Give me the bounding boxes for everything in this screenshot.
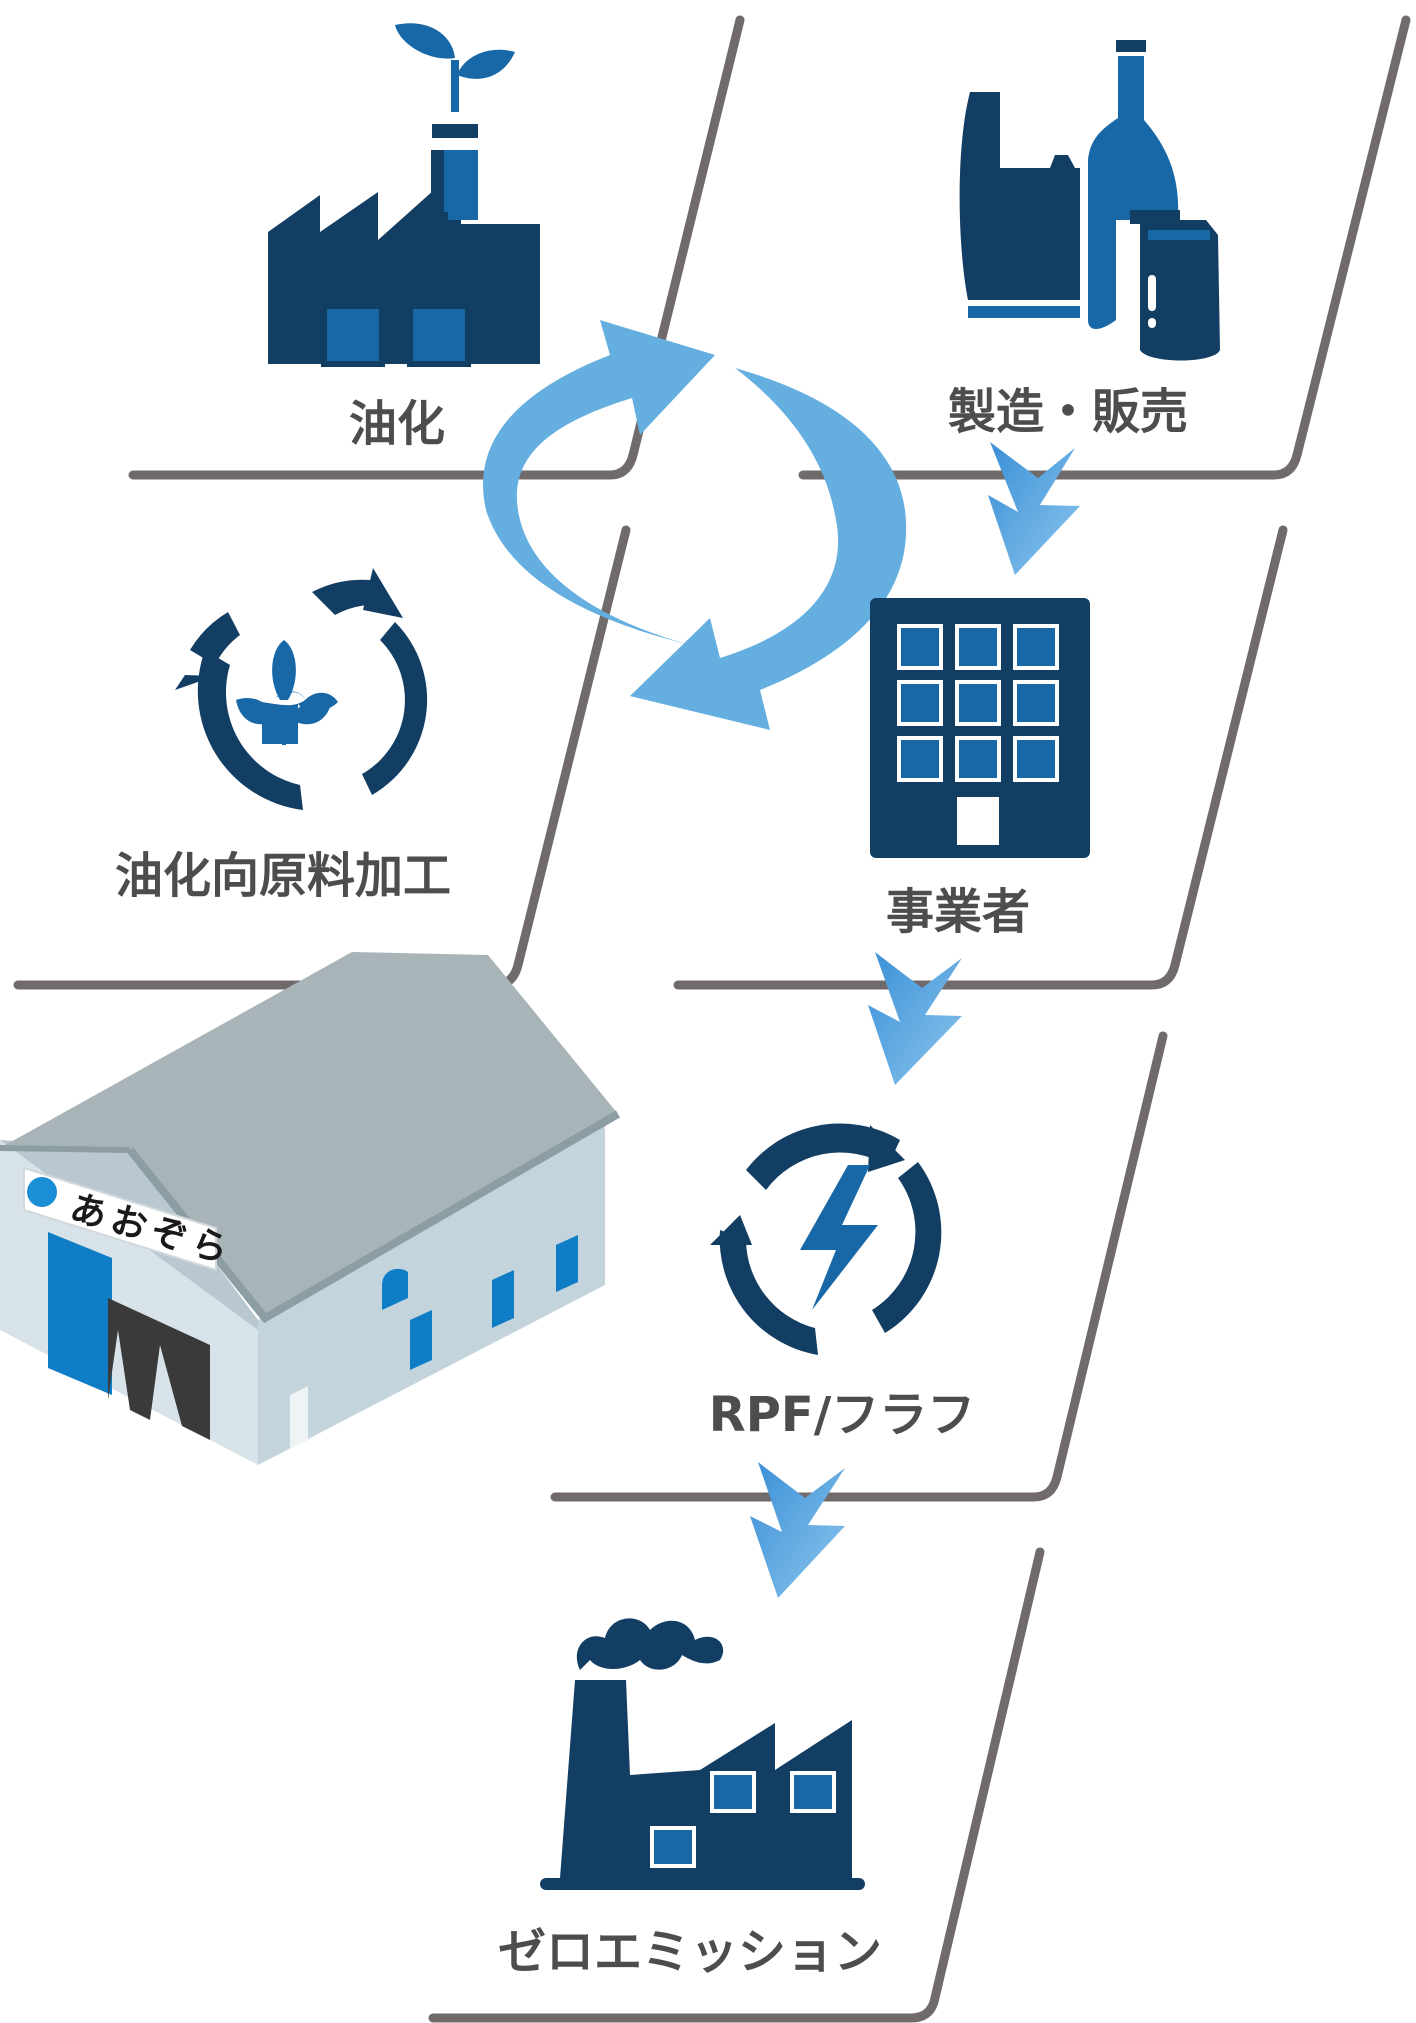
chevron-arrow-3 — [750, 1462, 845, 1598]
label-oil-conversion: 油化 — [349, 396, 445, 452]
warehouse-building-icon: あおぞら — [0, 952, 621, 1465]
divider-cell-manufacture — [798, 15, 1411, 480]
label-oil-feedstock-processing: 油化向原料加工 — [115, 848, 451, 904]
divider-cell-rpf — [550, 1031, 1168, 1502]
cell-dividers — [13, 15, 1411, 2023]
facility-logo — [27, 1177, 57, 1207]
divider-cell-businesses — [673, 525, 1288, 990]
label-businesses: 事業者 — [886, 884, 1030, 940]
label-zero-emission: ゼロエミッション — [498, 1924, 882, 1980]
recycle-lightning-icon — [710, 1123, 942, 1355]
factory-smoke-icon — [540, 1618, 865, 1890]
office-building-icon — [870, 598, 1090, 858]
circular-arrows-icon — [483, 320, 907, 730]
chevron-arrow-1 — [988, 442, 1080, 575]
chevron-down-arrow-icon — [750, 442, 1080, 1598]
label-manufacture-sales: 製造・販売 — [948, 384, 1188, 440]
bag-bottle-can-icon — [959, 40, 1220, 361]
chevron-arrow-2 — [868, 952, 962, 1085]
divider-cell-oil-conversion — [128, 15, 745, 480]
factory-sprout-icon — [268, 23, 540, 367]
divider-cell-zero — [428, 1547, 1045, 2023]
recycle-leaf-icon — [175, 568, 428, 810]
label-rpf-fluff: RPF/フラフ — [709, 1387, 975, 1443]
